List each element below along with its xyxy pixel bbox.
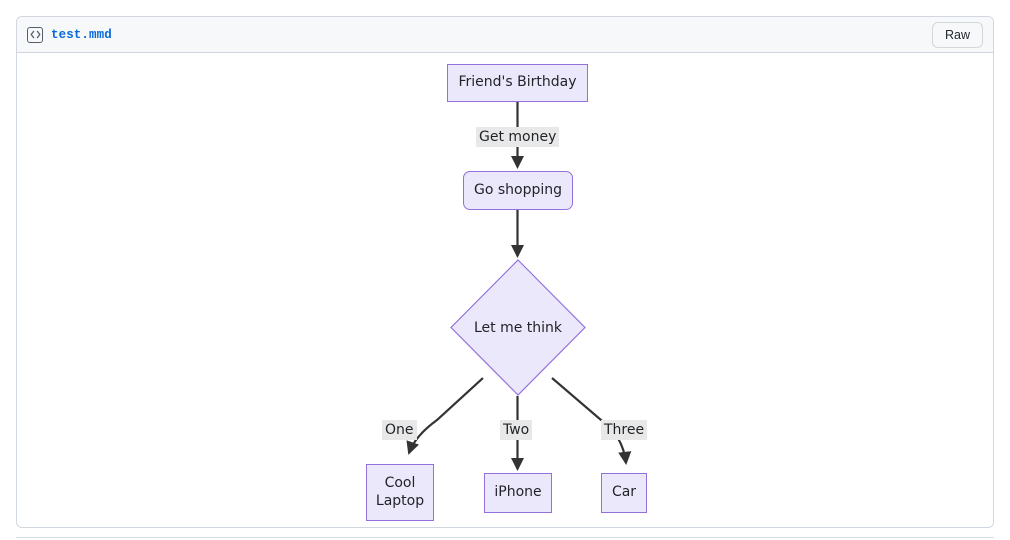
node-label: Cool Laptop <box>375 474 425 509</box>
edge-label-three: Three <box>601 420 648 440</box>
edge-label-one: One <box>382 420 417 440</box>
file-header: test.mmd Raw <box>17 17 993 53</box>
node-label: Friend's Birthday <box>458 74 577 91</box>
page-divider <box>16 537 994 538</box>
file-content-area: Friend's Birthday Go shopping Let me thi… <box>17 53 993 527</box>
node-label: Let me think <box>473 319 563 336</box>
node-car[interactable]: Car <box>601 473 647 513</box>
diamond-shape <box>450 259 586 396</box>
node-label: iPhone <box>494 484 542 501</box>
node-label: Car <box>611 484 637 501</box>
code-file-icon <box>27 26 43 43</box>
edge-label-two: Two <box>500 420 533 440</box>
diagram-nodes: Friend's Birthday Go shopping Let me thi… <box>17 53 993 527</box>
node-cool-laptop[interactable]: Cool Laptop <box>366 464 434 521</box>
raw-button[interactable]: Raw <box>931 21 983 48</box>
edge-c-d <box>406 377 484 455</box>
node-let-me-think[interactable]: Let me think <box>450 259 586 396</box>
mermaid-diagram: Friend's Birthday Go shopping Let me thi… <box>17 53 993 527</box>
edge-label-get-money: Get money <box>476 127 560 147</box>
node-label: Go shopping <box>473 181 563 198</box>
node-iphone[interactable]: iPhone <box>484 473 552 513</box>
file-preview-card: test.mmd Raw <box>16 16 994 528</box>
node-friends-birthday[interactable]: Friend's Birthday <box>447 64 588 102</box>
node-go-shopping[interactable]: Go shopping <box>463 171 573 210</box>
file-name[interactable]: test.mmd <box>51 27 112 42</box>
